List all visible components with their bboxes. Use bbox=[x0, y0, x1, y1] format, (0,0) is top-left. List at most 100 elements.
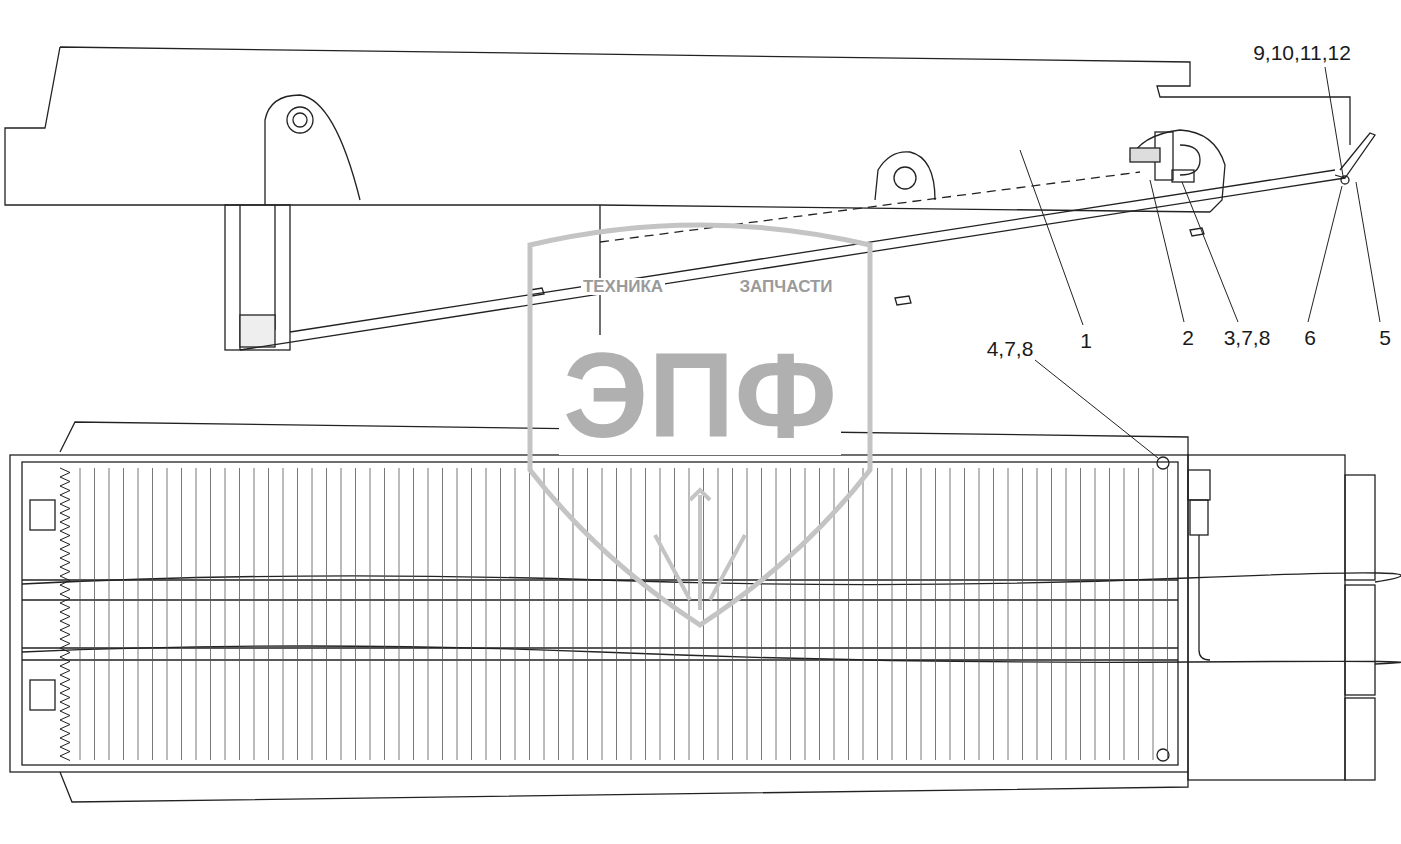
grid-bar bbox=[544, 468, 545, 760]
sieve-edge bbox=[240, 178, 1345, 350]
grid-bar bbox=[1051, 468, 1052, 760]
grid-bar bbox=[515, 468, 516, 760]
watermark: ТЕХНИКА bbox=[581, 278, 665, 295]
grid-bar bbox=[196, 468, 197, 760]
grid-bar bbox=[1138, 468, 1139, 760]
grid-bar bbox=[906, 468, 907, 760]
leader-line bbox=[1325, 67, 1343, 176]
watermark: ЗАПЧАСТИ bbox=[737, 278, 834, 295]
extension bbox=[1188, 455, 1345, 780]
hole bbox=[1157, 457, 1169, 469]
leader-line bbox=[1308, 186, 1342, 322]
grid-bar bbox=[138, 468, 139, 760]
watermark-shield bbox=[530, 225, 870, 625]
grid-bar bbox=[689, 468, 690, 760]
plate bbox=[1345, 698, 1375, 780]
grid-bar bbox=[312, 468, 313, 760]
grid-bar bbox=[805, 468, 806, 760]
grid-bar bbox=[1080, 468, 1081, 760]
grid-bar bbox=[921, 468, 922, 760]
grid-bar bbox=[892, 468, 893, 760]
grid-bar bbox=[819, 468, 820, 760]
grid-bar bbox=[384, 468, 385, 760]
wheel-mount bbox=[875, 152, 935, 200]
leader-line bbox=[1150, 180, 1184, 322]
grid-bar bbox=[355, 468, 356, 760]
sawtooth bbox=[60, 468, 70, 761]
grid-bar bbox=[442, 468, 443, 760]
grid-bar bbox=[790, 468, 791, 760]
grid-bar bbox=[297, 468, 298, 760]
grid-bar bbox=[413, 468, 414, 760]
grid-bar bbox=[529, 468, 530, 760]
leader-line bbox=[1035, 360, 1158, 458]
grid-bar bbox=[341, 468, 342, 760]
grid-bar bbox=[863, 468, 864, 760]
frame-piece bbox=[30, 680, 55, 710]
hanger-block bbox=[240, 315, 275, 347]
grid-bar bbox=[1109, 468, 1110, 760]
grid-bar bbox=[254, 468, 255, 760]
grid-bar bbox=[181, 468, 182, 760]
watermark: ЭПФ bbox=[559, 335, 841, 455]
sieve-grid bbox=[80, 468, 1168, 760]
grid-bar bbox=[747, 468, 748, 760]
trough-body bbox=[10, 455, 1188, 772]
grid-bar bbox=[573, 468, 574, 760]
grid-bar bbox=[399, 468, 400, 760]
grid-bar bbox=[486, 468, 487, 760]
leader-line bbox=[1356, 182, 1380, 322]
callout-number: 5 bbox=[1377, 326, 1393, 349]
grid-bar bbox=[761, 468, 762, 760]
pivot-inner bbox=[293, 113, 307, 127]
grid-bar bbox=[1008, 468, 1009, 760]
grid-bar bbox=[631, 468, 632, 760]
grid-bar bbox=[1022, 468, 1023, 760]
callout-number: 2 bbox=[1180, 326, 1196, 349]
grid-bar bbox=[210, 468, 211, 760]
hanger-line bbox=[274, 205, 275, 330]
divider bbox=[22, 580, 1178, 660]
grid-bar bbox=[457, 468, 458, 760]
callout-number: 9,10,11,12 bbox=[1251, 41, 1353, 64]
pivot bbox=[287, 107, 313, 133]
bracket bbox=[265, 95, 360, 205]
frame-piece bbox=[30, 500, 55, 530]
callout-number: 3,7,8 bbox=[1222, 326, 1273, 349]
break-line bbox=[22, 573, 1401, 585]
lever bbox=[1335, 133, 1375, 178]
grid-bar bbox=[471, 468, 472, 760]
grid-bar bbox=[964, 468, 965, 760]
callout-number: 1 bbox=[1078, 329, 1094, 352]
grid-bar bbox=[950, 468, 951, 760]
adjust-rod bbox=[1188, 470, 1210, 660]
grid-bar bbox=[428, 468, 429, 760]
grid-bar bbox=[877, 468, 878, 760]
grid-bar bbox=[645, 468, 646, 760]
grid-bar bbox=[283, 468, 284, 760]
leader-line bbox=[1182, 182, 1238, 322]
grid-bar bbox=[500, 468, 501, 760]
grid-bar bbox=[94, 468, 95, 760]
grid-bar bbox=[587, 468, 588, 760]
grid-bar bbox=[703, 468, 704, 760]
grid-bar bbox=[1095, 468, 1096, 760]
grid-bar bbox=[1066, 468, 1067, 760]
grid-bar bbox=[268, 468, 269, 760]
grid-bar bbox=[1167, 468, 1168, 760]
grid-bar bbox=[152, 468, 153, 760]
trough-bottom bbox=[60, 772, 1188, 802]
adjust-mechanism bbox=[1130, 132, 1200, 182]
callout-number: 6 bbox=[1302, 326, 1318, 349]
grid-bar bbox=[80, 468, 81, 760]
grid-bar bbox=[993, 468, 994, 760]
frame-outline bbox=[5, 47, 1350, 212]
grid-bar bbox=[848, 468, 849, 760]
grid-bar bbox=[602, 468, 603, 760]
grid-bar bbox=[123, 468, 124, 760]
lever-pin bbox=[1341, 176, 1349, 184]
grid-bar bbox=[326, 468, 327, 760]
hanger bbox=[225, 205, 290, 350]
grid-bar bbox=[225, 468, 226, 760]
grid-bar bbox=[1124, 468, 1125, 760]
